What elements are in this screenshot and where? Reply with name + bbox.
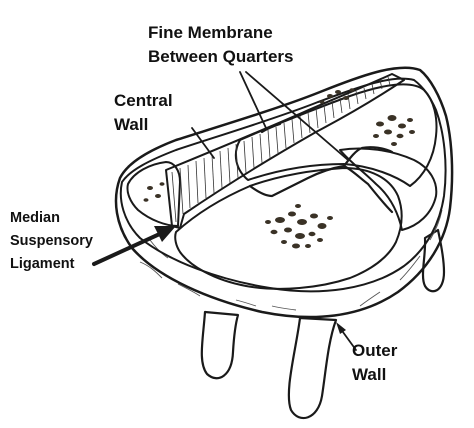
teat-left [200, 310, 240, 380]
central-wall [165, 73, 405, 229]
label-median-3: Ligament [10, 256, 75, 272]
teats [200, 228, 446, 420]
label-fine-membrane-2: Between Quarters [148, 47, 294, 66]
teat-right [421, 228, 446, 293]
label-outer-wall-2: Wall [352, 365, 386, 384]
teat-front [287, 316, 338, 420]
median-ligament-arrow-shaft [92, 230, 166, 266]
fine-membranes [248, 122, 394, 214]
shell-rim [119, 77, 447, 293]
shell-shading [139, 209, 443, 311]
membrane-pointer-1 [239, 71, 267, 129]
membrane-rear [342, 146, 394, 168]
front-quarter-tissue [174, 167, 403, 290]
membrane-back [260, 122, 282, 134]
label-central-wall-2: Wall [114, 115, 148, 134]
label-median-1: Median [10, 210, 60, 226]
central-wall-striations [171, 76, 391, 223]
pointer-lines [191, 71, 357, 351]
outer-wall-pointer-arrowhead [336, 322, 346, 334]
label-outer-wall-1: Outer [352, 341, 398, 360]
outer-wall-shell [114, 66, 454, 319]
median-ligament-arrowhead [154, 226, 176, 242]
membrane-front [248, 164, 394, 214]
right-rear-quarter-tissue [234, 83, 438, 187]
duct-spots [143, 88, 415, 249]
left-rear-quarter-tissue [126, 161, 181, 227]
central-wall-pointer [191, 127, 215, 159]
membrane-pointer-2 [245, 71, 349, 161]
label-median-2: Suspensory [10, 233, 93, 249]
label-central-wall-1: Central [114, 91, 173, 110]
right-front-quarter-tissue [339, 147, 438, 231]
label-fine-membrane-1: Fine Membrane [148, 23, 273, 42]
